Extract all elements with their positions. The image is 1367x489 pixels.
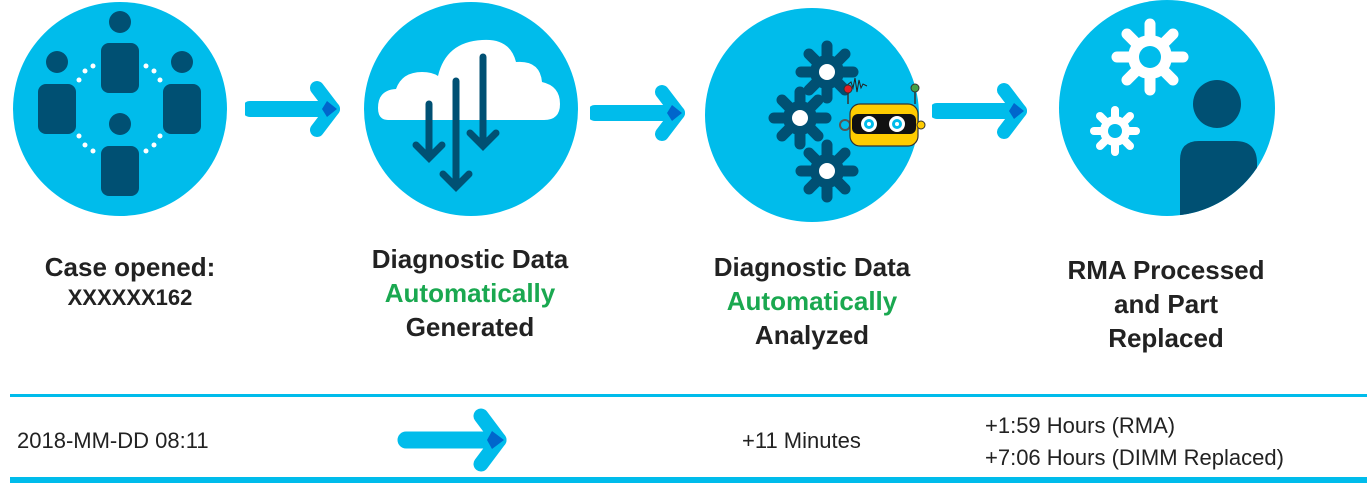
- arrow-right-icon: [245, 81, 340, 137]
- stage-1-circle: [13, 2, 227, 216]
- arrow-right-icon: [590, 85, 685, 141]
- case-number: XXXXXX162: [67, 285, 193, 310]
- stage-2-highlight: Automatically: [384, 278, 556, 308]
- timeline-analyzed: +11 Minutes: [742, 428, 861, 453]
- timeline-bottom-divider: [10, 477, 1367, 483]
- stage-3-highlight: Automatically: [726, 286, 898, 316]
- stage-2-circle: [364, 2, 578, 216]
- timeline-start: 2018-MM-DD 08:11: [17, 428, 209, 453]
- stage-3-line3: Analyzed: [754, 320, 870, 350]
- robot-icon: [839, 77, 926, 147]
- gears-robot-icon: [705, 8, 926, 222]
- stage-2-label: Diagnostic Data Automatically Generated: [340, 242, 600, 344]
- stage-4-label: RMA Processed and Part Replaced: [1036, 253, 1296, 355]
- stage-2-line1: Diagnostic Data: [371, 244, 569, 274]
- people-collaboration-icon: [38, 11, 201, 196]
- stage-2-line3: Generated: [405, 312, 535, 342]
- person-gears-icon: [1090, 18, 1257, 216]
- timeline-top-divider: [10, 394, 1367, 397]
- stage-1-title: Case opened:: [44, 252, 216, 282]
- stage-3-label: Diagnostic Data Automatically Analyzed: [682, 250, 942, 352]
- stage-3-line1: Diagnostic Data: [713, 252, 911, 282]
- timeline-rma: +1:59 Hours (RMA): [985, 413, 1176, 438]
- timeline-arrow-icon: [397, 408, 507, 472]
- stage-4-circle: [1059, 0, 1275, 216]
- timeline-replaced: +7:06 Hours (DIMM Replaced): [985, 445, 1284, 470]
- arrow-right-icon: [932, 83, 1027, 139]
- stage-1-label: Case opened: XXXXXX162: [20, 250, 240, 312]
- stage-4-line1: RMA Processed: [1067, 255, 1265, 285]
- stage-3-circle: [705, 8, 926, 222]
- cloud-download-icon: [378, 39, 560, 192]
- stage-4-line2: and Part: [1113, 289, 1219, 319]
- stage-4-line3: Replaced: [1108, 323, 1224, 353]
